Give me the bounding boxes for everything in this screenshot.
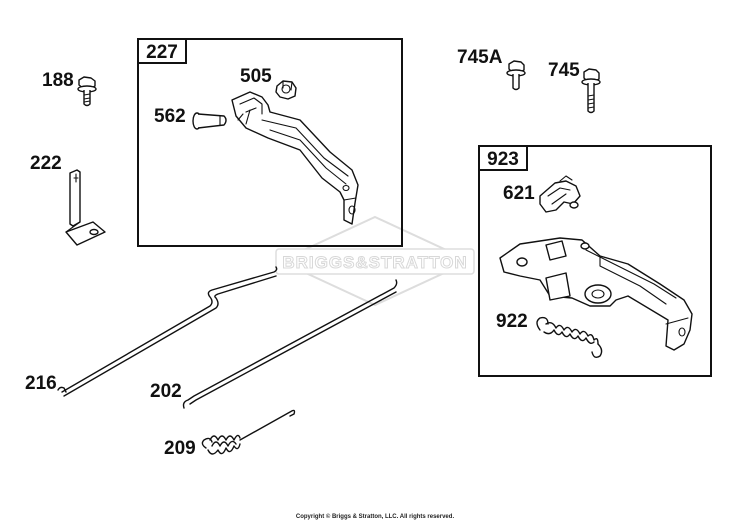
part-222-bracket-drawing [65,169,106,246]
group-227-frame [137,38,403,247]
part-922-spring-drawing [536,316,603,359]
callout-216: 216 [25,373,57,394]
part-188-bolt-drawing [77,76,97,107]
part-209-spring-drawing [201,409,296,455]
part-621-clip-drawing [539,175,581,213]
group-227-label: 227 [146,42,178,63]
watermark-logo: BRIGGS&STRATTON [275,215,475,307]
part-923-assembly-drawing [499,237,693,351]
group-923-frame [478,145,712,377]
part-202-wire-drawing [182,279,398,409]
part-562-pin-drawing [192,112,227,130]
watermark-text: BRIGGS&STRATTON [282,253,467,272]
group-227: 227 [137,38,403,247]
callout-209: 209 [164,438,196,459]
callout-621: 621 [503,183,535,204]
callout-745A: 745A [457,47,503,68]
callout-745: 745 [548,60,580,81]
callout-188: 188 [42,70,74,91]
callout-505: 505 [240,66,272,87]
callout-202: 202 [150,381,182,402]
group-923: 923 [478,145,712,377]
part-745A-bolt-drawing [506,60,526,91]
callout-562: 562 [154,106,186,127]
copyright-notice: Copyright © Briggs & Stratton, LLC. All … [296,513,455,520]
group-923-label: 923 [487,149,519,170]
group-923-label-box [478,145,528,171]
callout-222: 222 [30,153,62,174]
part-216-wire-drawing [57,266,278,397]
part-505-nut-drawing [275,80,297,100]
group-227-label-box [137,38,187,64]
callout-922: 922 [496,311,528,332]
part-745-bolt-drawing [581,68,601,114]
part-227-lever-drawing [231,91,359,225]
